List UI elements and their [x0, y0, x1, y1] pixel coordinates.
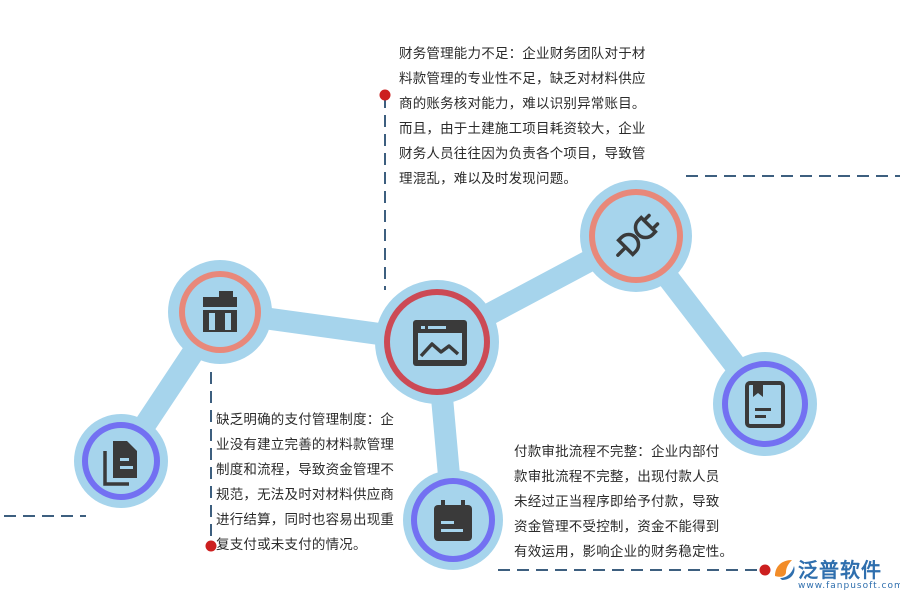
marker-dot-right — [759, 564, 771, 576]
text-block-approval-process: 付款审批流程不完整：企业内部付 款审批流程不完整，出现付款人员 未经过正当程序即… — [514, 444, 734, 560]
brand-logo-mark-icon — [775, 560, 795, 580]
marker-dot-left — [205, 540, 217, 552]
node-documents — [74, 414, 168, 508]
dashed-guides — [4, 96, 900, 571]
marker-dots — [205, 89, 771, 576]
documents-icon — [103, 441, 137, 486]
brand-url: www.fanpusoft.com — [798, 581, 900, 591]
bookmark-document-icon — [745, 381, 785, 428]
marker-dot-top — [379, 89, 391, 101]
plug-icon — [616, 213, 660, 257]
brand-name: 泛普软件 — [798, 558, 882, 582]
image-card-icon — [413, 320, 467, 366]
node-toolbox — [168, 260, 272, 364]
brand-logo: 泛普软件 www.fanpusoft.com — [772, 552, 900, 598]
toolbox-icon — [203, 291, 237, 332]
text-block-finance-capability: 财务管理能力不足：企业财务团队对于材 料款管理的专业性不足，缺乏对材料供应 商的… — [399, 46, 646, 187]
node-calendar — [403, 470, 503, 570]
node-bookmark-document — [713, 352, 817, 456]
node-image-card — [375, 280, 499, 404]
node-plug — [580, 180, 692, 292]
calendar-icon — [434, 500, 472, 541]
text-block-payment-policy: 缺乏明确的支付管理制度：企 业没有建立完善的材料款管理 制度和流程，导致资金管理… — [216, 412, 395, 553]
